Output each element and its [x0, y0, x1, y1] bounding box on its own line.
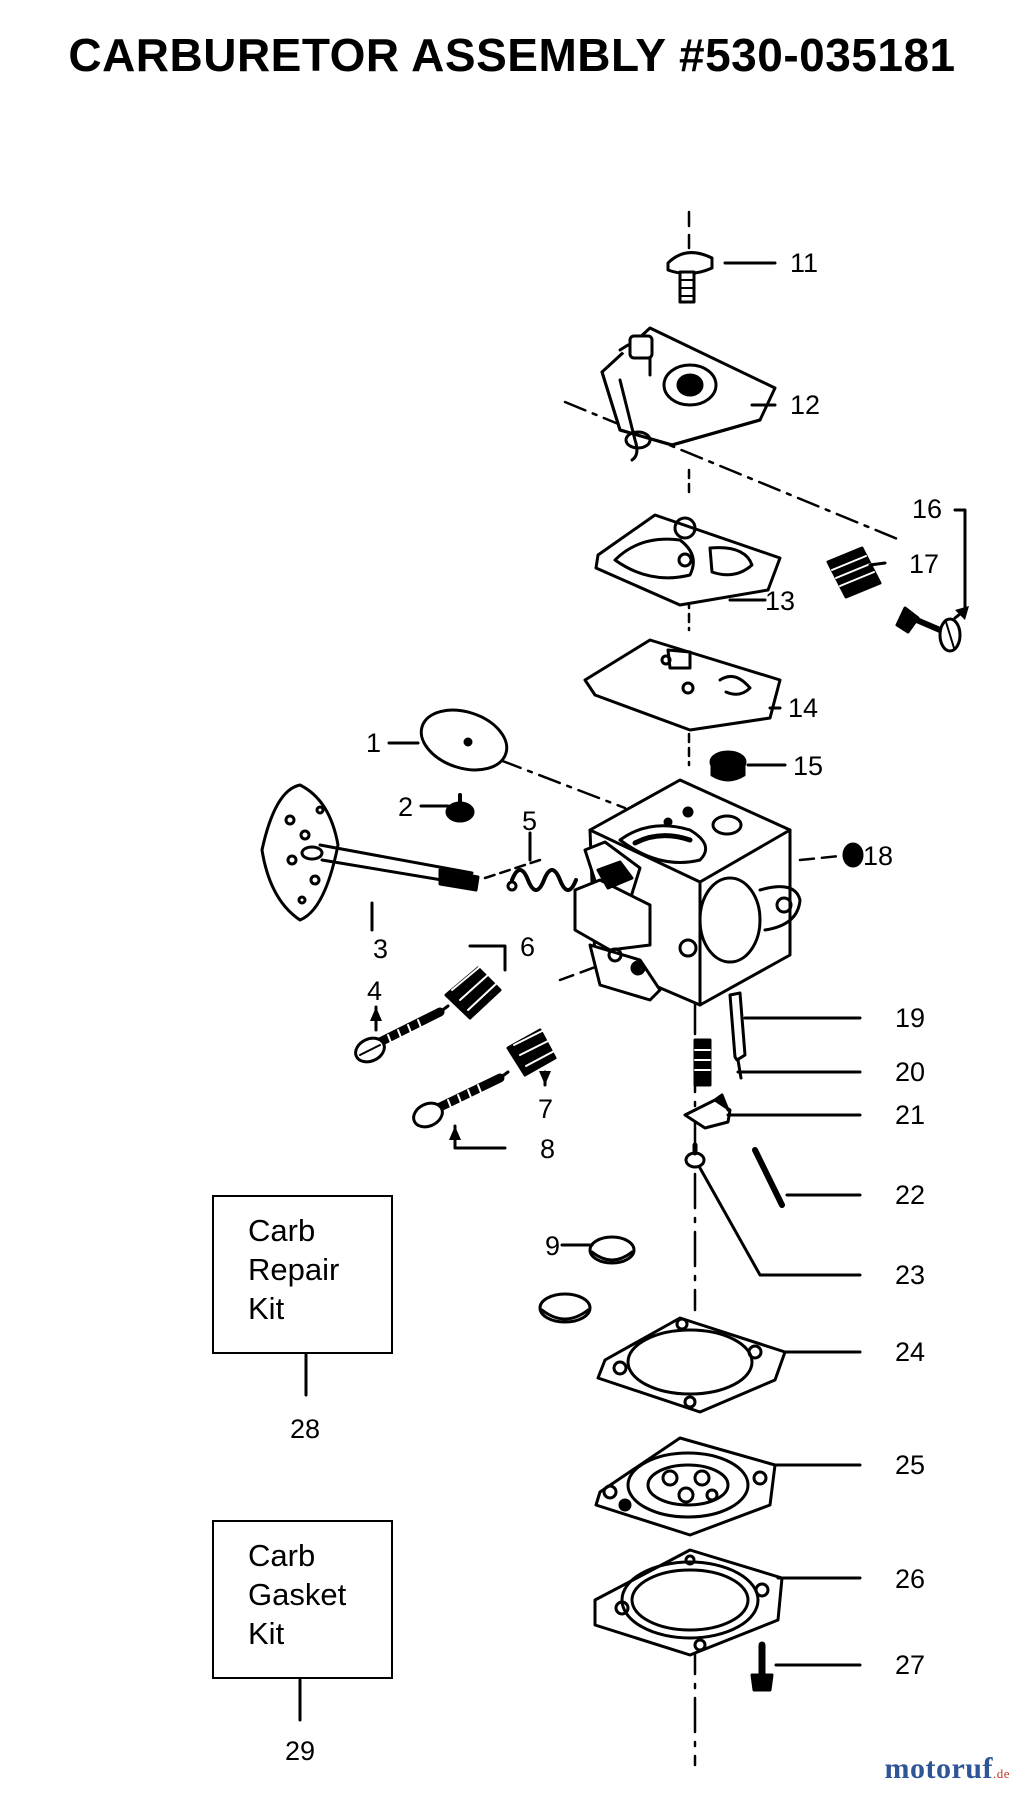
part-number-labels: 11 12 16 17 13 14 15 1 2 5 18 3 6 4 7 8 … [285, 248, 942, 1766]
label-2: 2 [398, 792, 413, 822]
part-23-screw [684, 1142, 706, 1169]
label-19: 19 [895, 1003, 925, 1033]
part-21-lever [683, 1093, 732, 1130]
kit-line: Carb [248, 1213, 316, 1248]
label-11: 11 [790, 248, 818, 278]
label-22: 22 [895, 1180, 925, 1210]
label-6: 6 [520, 932, 535, 962]
arrowheads [370, 606, 969, 1140]
carburetor-body [573, 778, 802, 1007]
watermark-brand: motoruf [884, 1752, 993, 1785]
kit-line: Carb [248, 1538, 316, 1573]
part-25-pump-diaphragm [594, 1436, 777, 1537]
part-26-cover-plate [593, 1548, 784, 1657]
part-16-screw [895, 606, 962, 653]
part-4-screw [354, 1004, 450, 1064]
label-27: 27 [895, 1650, 925, 1680]
part-8-screw [412, 1070, 510, 1129]
kit-line: Kit [248, 1291, 285, 1326]
part-15-needle [709, 750, 747, 782]
label-23: 23 [895, 1260, 925, 1290]
label-24: 24 [895, 1337, 925, 1367]
label-13: 13 [765, 586, 795, 616]
part-3-throttle-shaft [260, 783, 480, 922]
label-18: 18 [863, 841, 893, 871]
label-8: 8 [540, 1134, 555, 1164]
label-4: 4 [367, 976, 382, 1006]
part-14-diaphragm [583, 638, 782, 732]
part-22-pin [752, 1147, 785, 1208]
label-28: 28 [290, 1414, 320, 1444]
label-16: 16 [912, 494, 942, 524]
part-17-spring [826, 546, 882, 599]
label-12: 12 [790, 390, 820, 420]
carb-repair-kit-box: Carb Repair Kit [212, 1195, 393, 1354]
part-19-needle [728, 991, 747, 1080]
part-20-spring [693, 1038, 712, 1087]
part-1-disc [419, 708, 509, 772]
part-24-pump-gasket [596, 1316, 787, 1414]
label-25: 25 [895, 1450, 925, 1480]
carb-gasket-kit-box: Carb Gasket Kit [212, 1520, 393, 1679]
kit-line: Kit [248, 1616, 285, 1651]
label-21: 21 [895, 1100, 925, 1130]
part-2-screw [445, 793, 475, 823]
label-7: 7 [538, 1094, 553, 1124]
part-11-screw [666, 251, 714, 304]
label-20: 20 [895, 1057, 925, 1087]
watermark-logo: motoruf.de [884, 1752, 1010, 1786]
kit-line: Gasket [248, 1577, 347, 1612]
label-5: 5 [522, 806, 537, 836]
label-29: 29 [285, 1736, 315, 1766]
label-9: 9 [545, 1231, 560, 1261]
label-15: 15 [793, 751, 823, 781]
label-1: 1 [366, 728, 381, 758]
label-17: 17 [909, 549, 939, 579]
part-9-welch-plugs [538, 1235, 636, 1324]
part-5-spring [506, 868, 578, 892]
part-27-screw [750, 1641, 774, 1692]
page-title: CARBURETOR ASSEMBLY #530-035181 [68, 29, 956, 81]
part-13-gasket [594, 513, 782, 607]
watermark-tld: .de [992, 1766, 1010, 1781]
part-6-spring [444, 964, 502, 1020]
label-14: 14 [788, 693, 818, 723]
label-26: 26 [895, 1564, 925, 1594]
kit-line: Repair [248, 1252, 340, 1287]
label-3: 3 [373, 934, 388, 964]
part-7-spring [506, 1028, 557, 1077]
part-18-plug [842, 842, 864, 868]
part-12-cover [600, 326, 777, 462]
